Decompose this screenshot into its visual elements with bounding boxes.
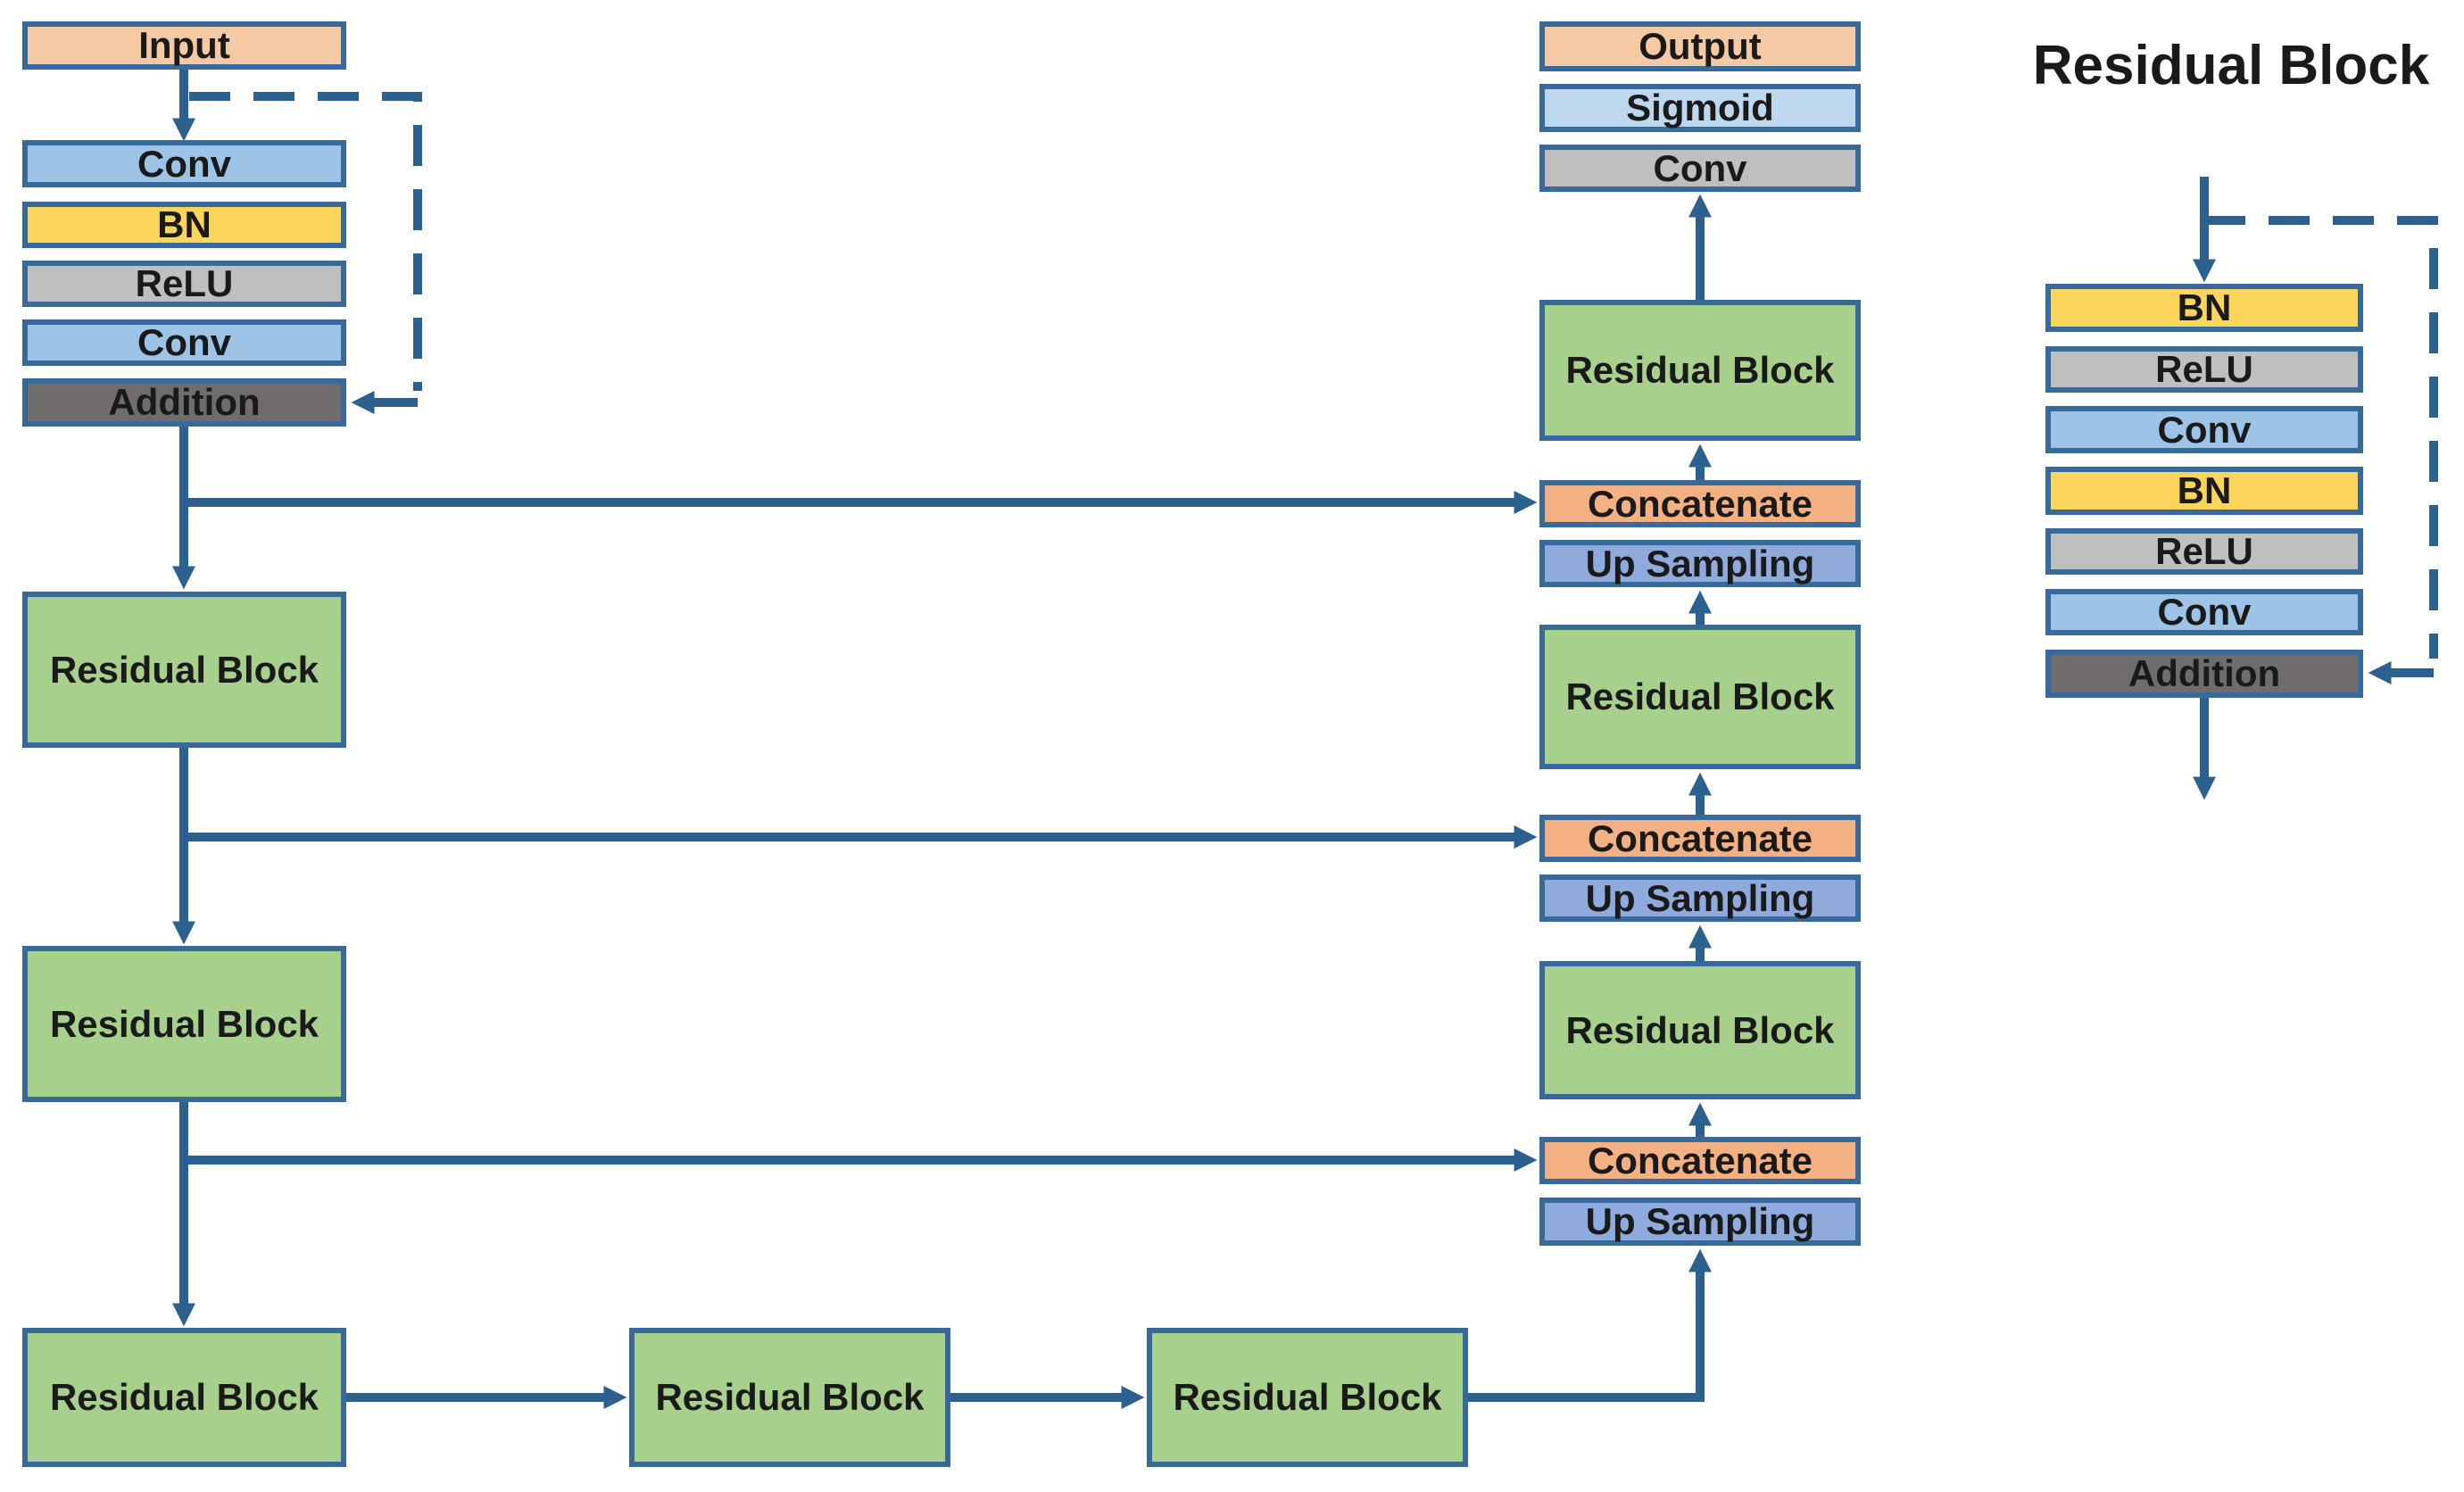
node-concatenate-2: Concatenate (1539, 815, 1861, 862)
edge-stem-skip-dashed (189, 92, 422, 391)
legend-conv-1: Conv (2045, 406, 2363, 453)
legend-bn-1: BN (2045, 284, 2363, 332)
node-sigmoid: Sigmoid (1539, 84, 1861, 132)
legend-conv-2: Conv (2045, 589, 2363, 635)
node-bridge-residual-block-1: Residual Block (629, 1328, 950, 1467)
legend-relu-1: ReLU (2045, 346, 2363, 393)
node-upsampling-3: Up Sampling (1539, 1198, 1861, 1246)
node-upsampling-1: Up Sampling (1539, 540, 1861, 587)
legend-bn-2: BN (2045, 467, 2363, 515)
node-encoder-residual-block-2: Residual Block (22, 946, 346, 1102)
node-concatenate-1: Concatenate (1539, 480, 1861, 527)
node-encoder-residual-block-1: Residual Block (22, 592, 346, 748)
legend-relu-2: ReLU (2045, 528, 2363, 575)
node-encoder-conv-2: Conv (22, 319, 346, 366)
node-encoder-relu: ReLU (22, 261, 346, 307)
edge-bridge-to-upsampling (1468, 1248, 1712, 1402)
node-input: Input (22, 21, 346, 70)
node-encoder-addition: Addition (22, 378, 346, 427)
node-concatenate-3: Concatenate (1539, 1137, 1861, 1184)
node-output-conv: Conv (1539, 145, 1861, 192)
legend-title: Residual Block (2032, 35, 2430, 96)
node-encoder-bn: BN (22, 202, 346, 248)
node-decoder-residual-block-1: Residual Block (1539, 300, 1861, 441)
node-encoder-residual-block-3: Residual Block (22, 1328, 346, 1467)
node-decoder-residual-block-2: Residual Block (1539, 625, 1861, 769)
node-decoder-residual-block-3: Residual Block (1539, 961, 1861, 1099)
legend-skip-dashed (2204, 216, 2438, 659)
node-encoder-conv-1: Conv (22, 140, 346, 187)
legend-addition: Addition (2045, 650, 2363, 698)
node-output: Output (1539, 21, 1861, 71)
node-upsampling-2: Up Sampling (1539, 874, 1861, 922)
node-bridge-residual-block-2: Residual Block (1147, 1328, 1468, 1467)
